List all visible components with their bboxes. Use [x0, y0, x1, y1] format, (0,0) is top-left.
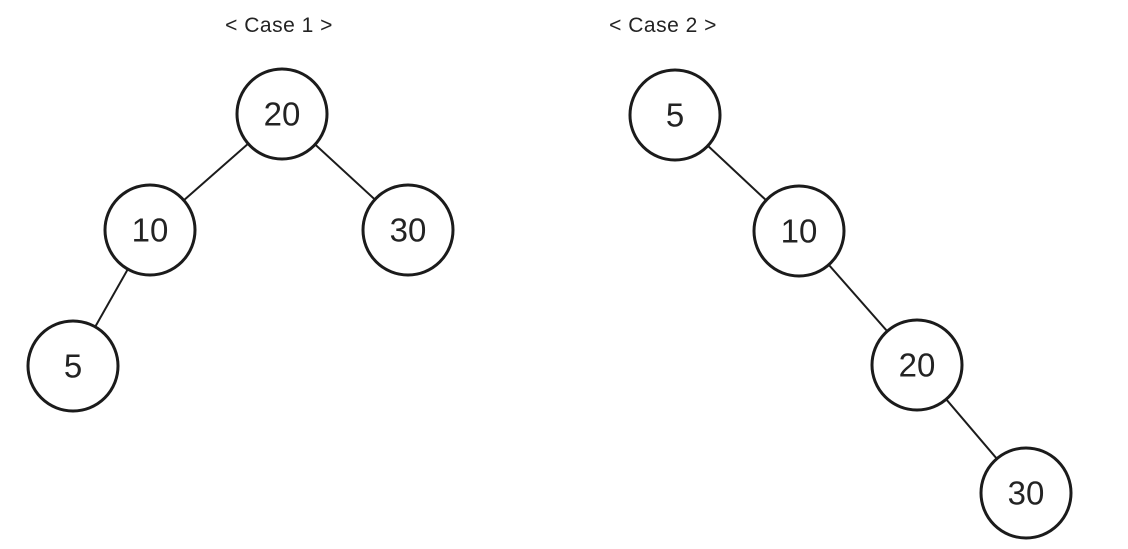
node-label: 10 [132, 212, 169, 249]
node-circle [870, 318, 964, 412]
node-circle [979, 446, 1073, 540]
tree-title-case-2: < Case 2 > [609, 14, 717, 37]
node-label: 5 [666, 97, 684, 134]
node-label: 30 [1008, 475, 1045, 512]
node-label: 20 [899, 347, 936, 384]
node-circle [26, 319, 120, 413]
tree-node-5: 5 [26, 319, 120, 413]
node-circle [103, 183, 197, 277]
tree-node-30: 30 [979, 446, 1073, 540]
tree-node-20: 20 [870, 318, 964, 412]
tree-case-2: 5 10 20 30 [628, 68, 1073, 540]
tree-node-10: 10 [103, 183, 197, 277]
tree-node-20: 20 [235, 67, 329, 161]
node-label: 20 [264, 96, 301, 133]
tree-title-case-1: < Case 1 > [225, 14, 333, 37]
node-label: 30 [390, 212, 427, 249]
tree-node-5: 5 [628, 68, 722, 162]
node-circle [235, 67, 329, 161]
node-label: 10 [781, 213, 818, 250]
tree-node-10: 10 [752, 184, 846, 278]
tree-case-1: 20 10 30 5 [26, 67, 455, 413]
node-circle [361, 183, 455, 277]
node-circle [628, 68, 722, 162]
node-circle [752, 184, 846, 278]
node-label: 5 [64, 348, 82, 385]
tree-node-30: 30 [361, 183, 455, 277]
